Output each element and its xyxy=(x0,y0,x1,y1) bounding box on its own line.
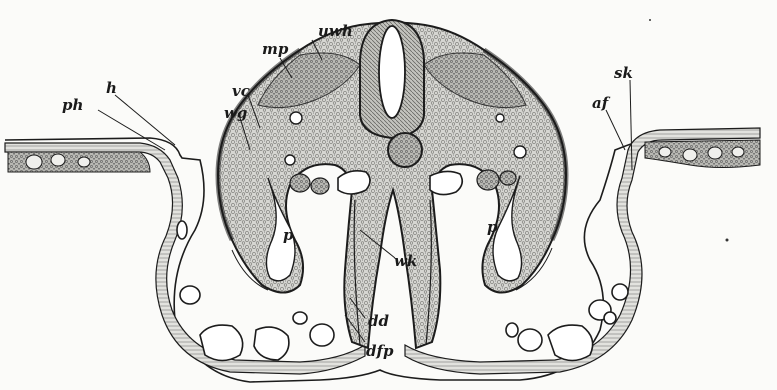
notochord xyxy=(388,133,422,167)
label-p-right: p xyxy=(487,218,498,236)
label-vc: vc xyxy=(232,82,250,100)
label-p-left: p xyxy=(283,226,294,244)
right-aorta xyxy=(430,171,462,194)
label-wg: wg xyxy=(224,104,247,122)
label-h: h xyxy=(106,79,117,97)
neural-canal xyxy=(379,26,405,118)
label-dfp: dfp xyxy=(366,342,394,360)
label-dd: dd xyxy=(368,312,389,330)
label-mp: mp xyxy=(262,40,289,58)
label-ph: ph xyxy=(62,96,83,114)
label-af: af xyxy=(592,94,611,112)
label-wk: wk xyxy=(394,252,417,270)
wolffian-tubules-left xyxy=(290,174,329,194)
left-aorta xyxy=(338,171,370,194)
neural-tube xyxy=(360,20,424,138)
label-sk: sk xyxy=(614,64,633,82)
label-uwh: uwh xyxy=(318,22,353,40)
